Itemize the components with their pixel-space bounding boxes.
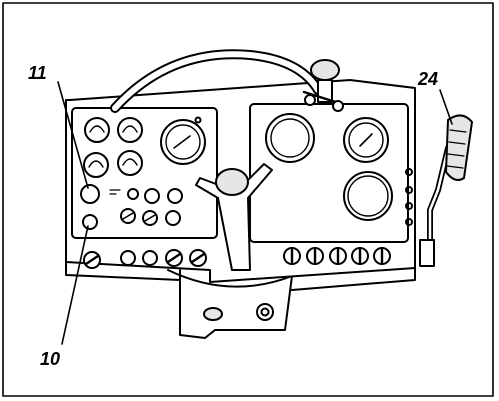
lower-switch-row bbox=[83, 247, 391, 269]
left-instrument-panel bbox=[71, 107, 218, 239]
leader-line-24 bbox=[439, 89, 453, 125]
figure-frame bbox=[2, 2, 494, 397]
steering-column-base bbox=[167, 269, 293, 339]
steering-wheel bbox=[195, 163, 273, 271]
callout-11: 11 bbox=[28, 63, 47, 83]
top-handle-bar bbox=[110, 49, 323, 113]
leader-line-10 bbox=[61, 225, 89, 345]
leader-line-11 bbox=[57, 81, 89, 189]
top-valve-knob bbox=[302, 59, 344, 112]
right-instrument-panel bbox=[249, 103, 413, 243]
callout-24: 24 bbox=[418, 69, 439, 89]
callout-10: 10 bbox=[40, 349, 61, 369]
right-lever bbox=[419, 114, 473, 267]
